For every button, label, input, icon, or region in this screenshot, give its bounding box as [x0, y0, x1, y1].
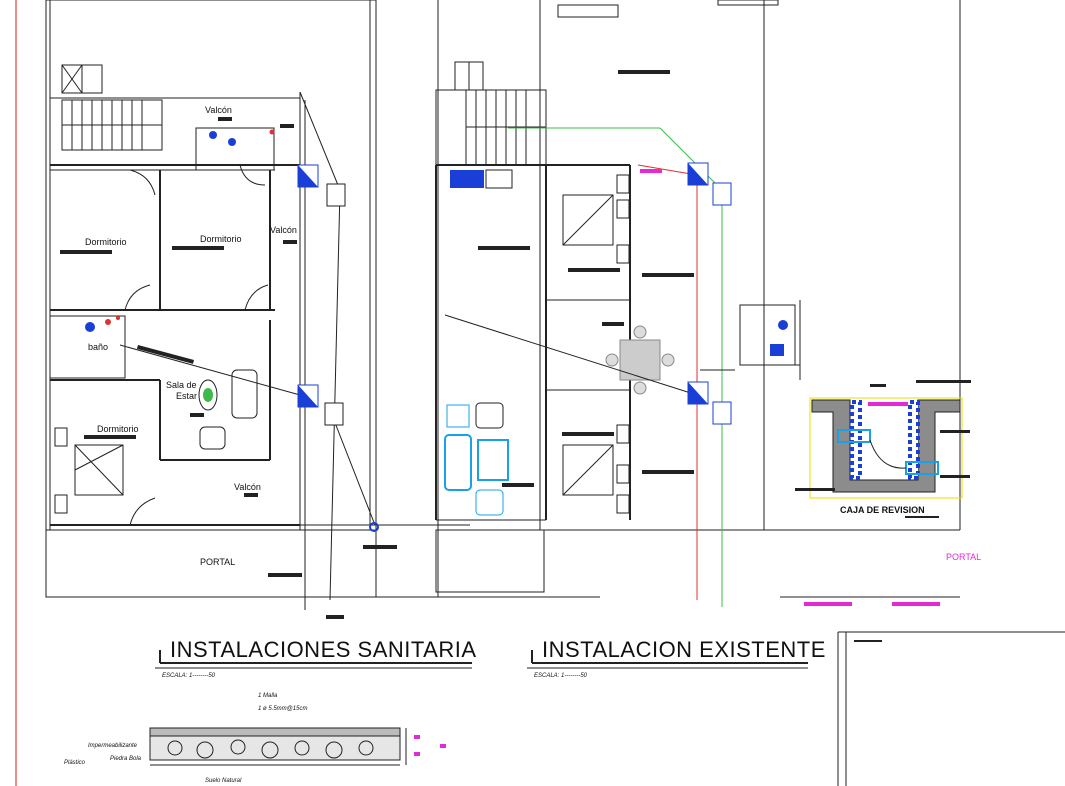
plan-right: PORTAL INSTALACION EXISTENTE ESCALA: 1--…	[435, 0, 981, 679]
drain-box-icon	[712, 182, 732, 206]
drain-box-icon	[326, 183, 346, 207]
plan-right-title: INSTALACION EXISTENTE	[542, 637, 826, 662]
room-label-valcon-right: Valcón	[270, 225, 297, 235]
room-label-dormitorio-1: Dormitorio	[85, 237, 127, 247]
plan-right-scale: ESCALA: 1--------50	[534, 673, 588, 679]
room-label-portal-left: PORTAL	[200, 557, 235, 567]
room-label-dormitorio-3: Dormitorio	[97, 424, 139, 434]
section-layer-3: Piedra Bola	[110, 756, 142, 762]
section-note-2: 1 ø 5.5mm@15cm	[258, 706, 307, 712]
toilet-icon	[209, 131, 217, 139]
slab-section-detail: 1 Malla 1 ø 5.5mm@15cm Impermeabilizante…	[64, 693, 446, 784]
drain-box-icon	[712, 401, 732, 425]
room-label-bano: baño	[88, 342, 108, 352]
sofa-icon	[231, 369, 258, 419]
sink-icon	[228, 138, 236, 146]
toilet-icon	[778, 320, 788, 330]
room-label-valcon-bottom: Valcón	[234, 482, 261, 492]
room-label-sala-2: Estar	[176, 391, 197, 401]
table-icon	[198, 379, 218, 411]
title-block	[837, 631, 1065, 786]
plan-left-title: INSTALACIONES SANITARIA	[170, 637, 477, 662]
room-label-portal-right: PORTAL	[946, 552, 981, 562]
section-layer-2: Plástico	[64, 760, 86, 766]
bed-icon	[562, 424, 630, 514]
sink-icon	[770, 344, 784, 356]
room-label-dormitorio-2: Dormitorio	[200, 234, 242, 244]
room-label-valcon-top: Valcón	[205, 105, 232, 115]
stair-icon	[61, 99, 163, 151]
room-label-sala-1: Sala de	[166, 380, 197, 390]
bed-icon	[562, 174, 630, 264]
section-layer-1: Impermeabilizante	[88, 743, 138, 749]
section-layer-4: Suelo Natural	[205, 778, 242, 784]
bed-icon	[54, 427, 124, 514]
sink-icon	[450, 170, 484, 188]
inspection-box-title: CAJA DE REVISION	[840, 505, 925, 515]
plan-left-scale: ESCALA: 1--------50	[162, 673, 216, 679]
plan-left: Valcón Valcón Dormitorio Dormitorio baño…	[45, 0, 600, 679]
section-note-1: 1 Malla	[258, 693, 278, 699]
sofa-icon	[444, 402, 509, 516]
drain-box-icon	[324, 402, 344, 426]
dining-table-icon	[605, 325, 675, 395]
inspection-box-detail: CAJA DE REVISION	[795, 380, 971, 518]
